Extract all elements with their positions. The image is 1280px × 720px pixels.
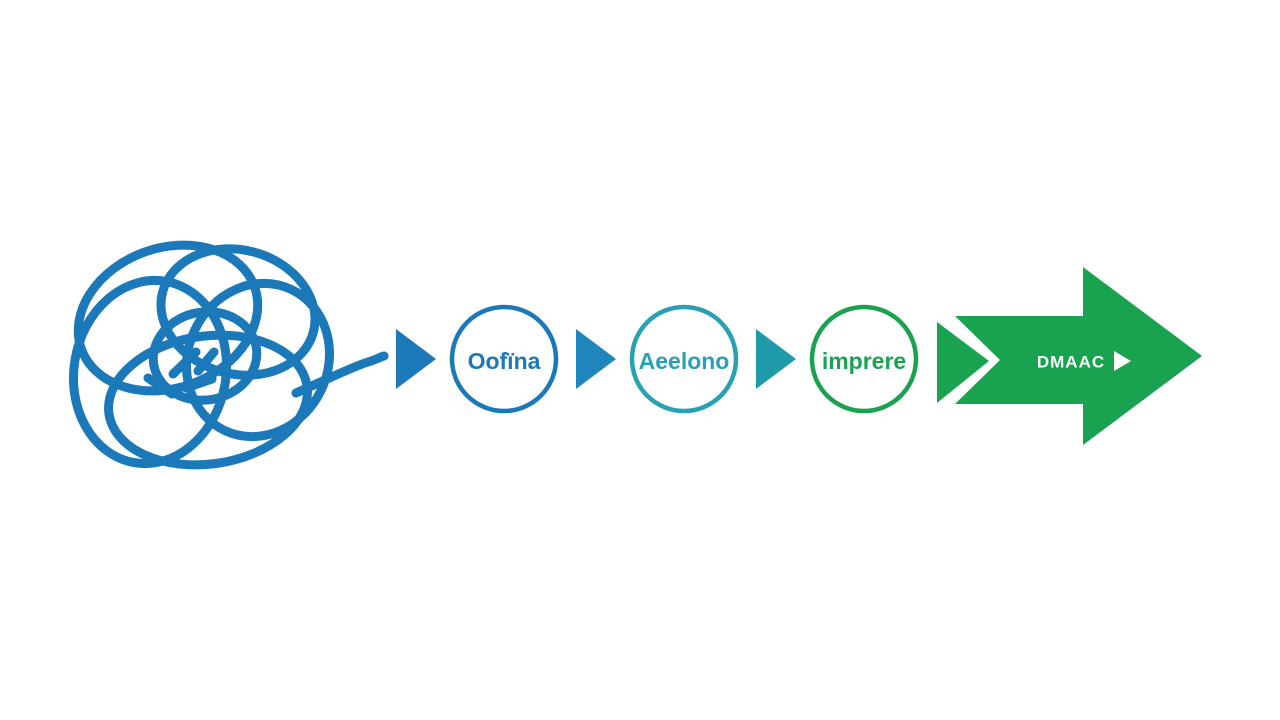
step-circle-define: Oofïna bbox=[449, 304, 559, 414]
scribble-loop bbox=[68, 275, 232, 469]
final-arrow: DMAAC bbox=[955, 267, 1202, 445]
small-arrow-icon bbox=[1114, 351, 1131, 371]
scribble-loop bbox=[148, 307, 262, 405]
big-arrow-shape bbox=[955, 267, 1202, 445]
step-circle-improve: imprere bbox=[809, 304, 919, 414]
step-arrow-icon bbox=[576, 329, 616, 389]
step-circle-analyze: Aeelono bbox=[629, 304, 739, 414]
connector-line bbox=[291, 351, 389, 398]
scribble-mark bbox=[168, 347, 201, 379]
step-arrow-icon bbox=[396, 329, 436, 389]
step-circle-outline bbox=[449, 304, 559, 414]
step-circle-outline bbox=[809, 304, 919, 414]
final-arrow-label: DMAAC bbox=[1037, 353, 1105, 372]
chevron-arrow-icon bbox=[937, 322, 989, 403]
scribble-mark bbox=[181, 374, 217, 393]
step-label: Oofïna bbox=[468, 348, 541, 374]
tangled-scribble-icon bbox=[68, 240, 389, 470]
step-label: Aeelono bbox=[639, 348, 730, 374]
scribble-mark bbox=[193, 347, 219, 376]
step-circle-outline bbox=[629, 304, 739, 414]
step-arrow-icon bbox=[756, 329, 796, 389]
step-label: imprere bbox=[822, 348, 906, 374]
scribble-loop bbox=[182, 278, 334, 442]
scribble-mark bbox=[143, 373, 177, 399]
